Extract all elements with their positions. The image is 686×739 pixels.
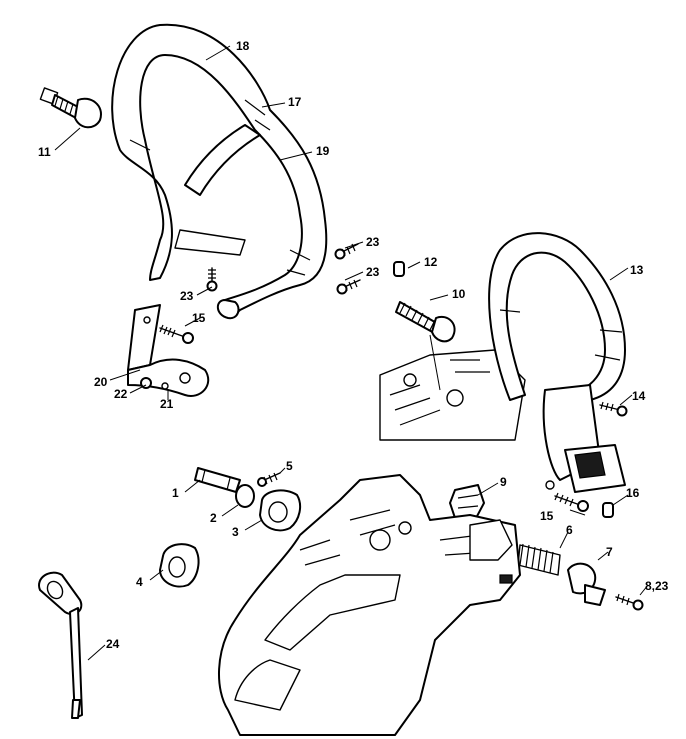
- damper-3: [259, 489, 302, 532]
- engine-housing-fragment: [379, 349, 526, 441]
- callout-23-b: 23: [366, 265, 380, 279]
- screw-8-23: [615, 593, 644, 611]
- callout-23-a: 23: [366, 235, 380, 249]
- callout-20: 20: [94, 375, 108, 389]
- spring-6: [517, 543, 561, 576]
- annular-buffer-11: [39, 87, 102, 129]
- buffer-10: [395, 301, 456, 343]
- callout-16: 16: [626, 486, 640, 500]
- combination-wrench-24: [38, 571, 83, 719]
- callout-18: 18: [236, 39, 250, 53]
- sleeve-2: [235, 484, 255, 508]
- callout-8-23: 8,23: [645, 579, 669, 593]
- callout-labels: 18 17 19 11 23 23 23 12 10 15 20 22 21 1…: [38, 39, 669, 651]
- callout-19: 19: [316, 144, 330, 158]
- screw-23-b: [334, 243, 359, 260]
- callout-6: 6: [566, 523, 573, 537]
- callout-17: 17: [288, 95, 302, 109]
- callout-9: 9: [500, 475, 507, 489]
- callout-14: 14: [632, 389, 646, 403]
- leader-lines: [54, 45, 649, 661]
- callout-5: 5: [286, 459, 293, 473]
- callout-22: 22: [114, 387, 128, 401]
- callout-15-b: 15: [540, 509, 554, 523]
- pin-1: [194, 467, 241, 493]
- callout-3: 3: [232, 525, 239, 539]
- front-handlebar: [111, 23, 328, 320]
- damper-4: [159, 543, 200, 588]
- callout-21: 21: [160, 397, 174, 411]
- buffer-7: [567, 562, 606, 606]
- callout-24: 24: [106, 637, 120, 651]
- bracket-20: [127, 304, 210, 397]
- callout-23-c: 23: [180, 289, 194, 303]
- screw-5: [257, 472, 281, 487]
- callout-11: 11: [38, 145, 51, 159]
- screw-15-lower: [554, 492, 589, 512]
- screw-12: [393, 261, 405, 277]
- crankcase-housing: [218, 474, 521, 736]
- screw-14: [599, 401, 628, 417]
- callout-2: 2: [210, 511, 217, 525]
- callout-13: 13: [630, 263, 644, 277]
- callout-15-a: 15: [192, 311, 206, 325]
- screw-23-c: [336, 279, 361, 295]
- callout-1: 1: [172, 486, 179, 500]
- rear-handlebar-13: [488, 232, 626, 493]
- callout-12: 12: [424, 255, 438, 269]
- washer-21: [161, 382, 169, 390]
- callout-10: 10: [452, 287, 466, 301]
- screw-15-upper: [159, 324, 194, 344]
- callout-4: 4: [136, 575, 143, 589]
- washer-22: [140, 377, 152, 389]
- screw-16: [602, 502, 614, 518]
- callout-7: 7: [606, 545, 613, 559]
